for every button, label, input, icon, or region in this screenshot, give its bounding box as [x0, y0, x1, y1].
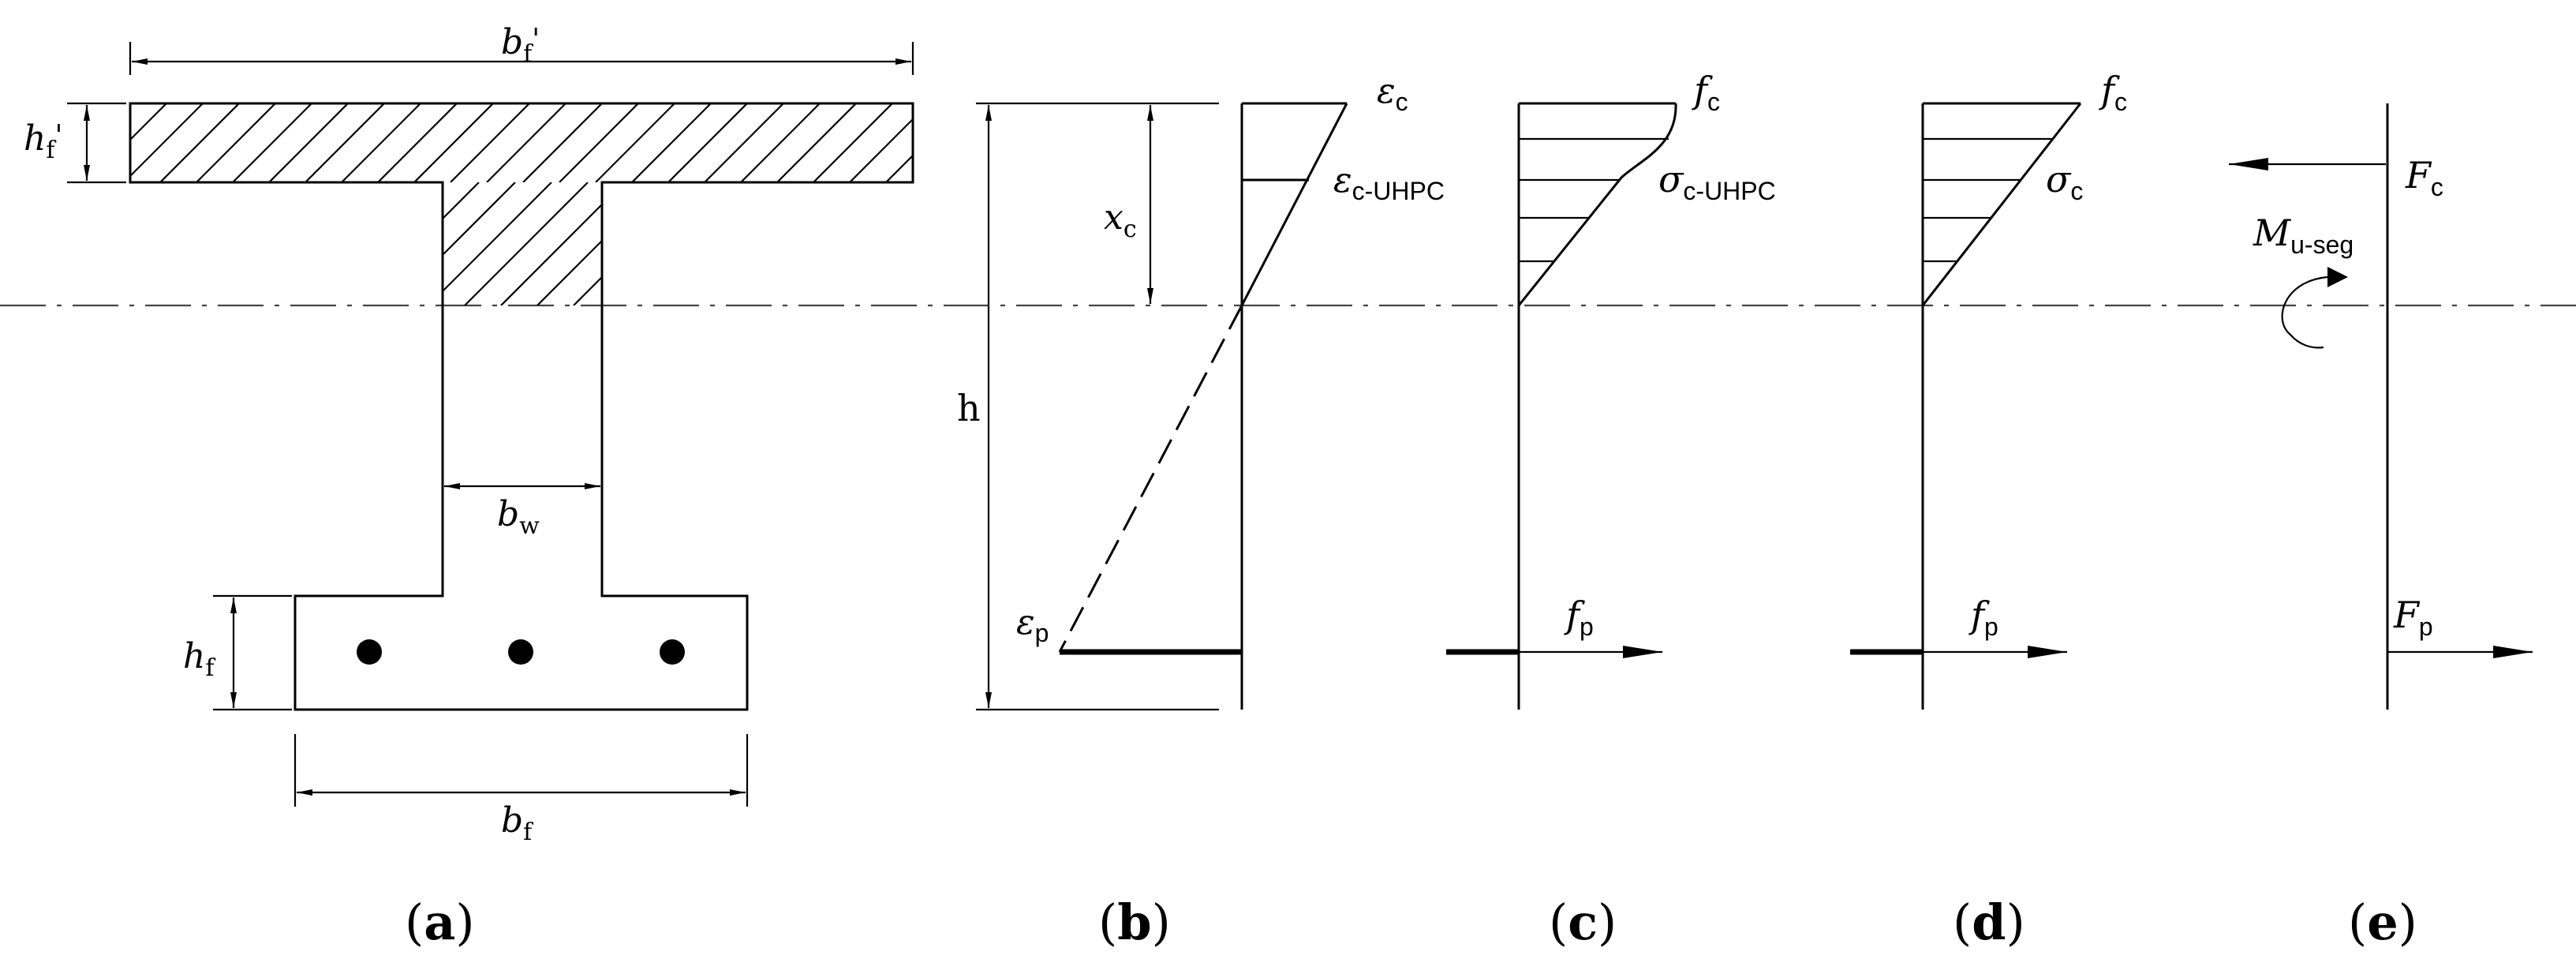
flange-hatch-line-9	[377, 103, 458, 182]
flange-hatch-line-10	[413, 103, 494, 182]
uhpc-stress-curve	[1517, 103, 1677, 306]
web-hatch-line-11	[719, 182, 842, 305]
caption-a: (a)	[405, 893, 475, 951]
panel-c-uhpc-stress: fc σc-UHPC fp (c)	[1446, 69, 1776, 951]
web-hatch-line-1	[443, 182, 480, 220]
flange-hatch-line-14	[559, 103, 639, 182]
prestressing-tendon-2	[508, 639, 533, 665]
flange-hatch-line-20	[776, 103, 857, 182]
flange-hatch-line-25	[959, 103, 1038, 182]
Fp-label: Fp	[2393, 594, 2433, 641]
flange-hatch-line-2	[130, 103, 204, 178]
panel-d-linear-stress: fc σc fp (d)	[1850, 69, 2127, 951]
web-hatch-line-7	[573, 275, 602, 305]
hf-label: hf	[183, 636, 215, 682]
linear-stress-line	[1921, 103, 2082, 306]
flange-hatch-line-13	[522, 103, 603, 182]
flange-hatch-line-15	[595, 103, 675, 182]
web-hatch-line-2	[443, 182, 516, 257]
strain-compression-line	[1240, 103, 1348, 306]
sigma-c-label: σc	[2046, 158, 2083, 205]
panel-a-cross-section: bf' hf' bw hf bf (a)	[24, 22, 1038, 951]
flange-hatching	[130, 103, 1038, 182]
eps-c-label: εc	[1377, 71, 1408, 116]
h-label: h	[957, 387, 981, 429]
moment-arrowhead	[2327, 267, 2348, 287]
fc-label-c: fc	[1692, 69, 1720, 116]
panel-b-strain-distribution: h xc εc εc-UHPC εp (b)	[957, 71, 1445, 951]
flange-hatch-line-1	[130, 103, 167, 141]
flange-hatch-line-19	[740, 103, 821, 182]
moment-arc	[2281, 275, 2328, 349]
fc-label-d: fc	[2099, 69, 2127, 116]
Fc-label: Fc	[2405, 154, 2443, 201]
caption-d: (d)	[1953, 893, 2025, 951]
flange-hatch-line-5	[232, 103, 312, 182]
xc-label: xc	[1104, 197, 1137, 243]
flange-hatch-line-6	[268, 103, 349, 182]
bf-label: bf	[501, 800, 533, 846]
web-hatch-line-8	[610, 182, 733, 305]
flange-hatch-line-12	[486, 103, 566, 182]
flange-hatch-line-18	[704, 103, 784, 182]
flange-hatch-line-3	[159, 103, 240, 182]
web-hatch-line-4	[464, 182, 589, 305]
flange-hatch-line-0	[130, 103, 131, 105]
flange-hatch-line-4	[196, 103, 276, 182]
web-hatch-line-10	[682, 182, 806, 305]
prestressing-tendon-3	[660, 639, 685, 665]
web-hatch-line-9	[646, 182, 769, 305]
flange-hatch-line-8	[341, 103, 421, 182]
sigma-c-uhpc-label: σc-UHPC	[1658, 158, 1776, 205]
strain-tension-dashed-line	[1058, 305, 1243, 653]
flange-hatch-line-21	[813, 103, 893, 182]
t-beam-outline	[129, 102, 914, 711]
flange-hatch-line-7	[305, 103, 385, 182]
prestressing-tendon-1	[357, 639, 382, 665]
Mu-seg-label: Mu-seg	[2253, 212, 2354, 259]
caption-e: (e)	[2348, 893, 2417, 951]
caption-b: (b)	[1098, 893, 1171, 951]
eps-p-label: εp	[1016, 602, 1049, 647]
bw-label: bw	[497, 494, 540, 540]
web-hatch-line-0	[320, 182, 443, 305]
eps-c-uhpc-label: εc-UHPC	[1333, 160, 1445, 205]
web-hatching	[320, 182, 842, 305]
panel-e-resultant-forces: Fc Mu-seg Fp (e)	[2229, 103, 2533, 951]
web-hatch-line-3	[443, 182, 552, 293]
fp-label-c: fp	[1564, 594, 1594, 641]
flange-hatch-line-16	[631, 103, 712, 182]
web-hatch-line-6	[537, 239, 602, 305]
flange-hatch-line-22	[849, 118, 913, 182]
caption-c: (c)	[1549, 893, 1617, 951]
flange-hatch-line-17	[667, 103, 748, 182]
bf-prime-label: bf'	[501, 22, 540, 68]
flange-hatch-line-11	[450, 103, 530, 182]
web-hatch-line-5	[500, 203, 602, 305]
flange-hatch-line-23	[885, 154, 913, 182]
hf-prime-label: hf'	[24, 118, 62, 164]
fp-label-d: fp	[1968, 594, 1998, 641]
